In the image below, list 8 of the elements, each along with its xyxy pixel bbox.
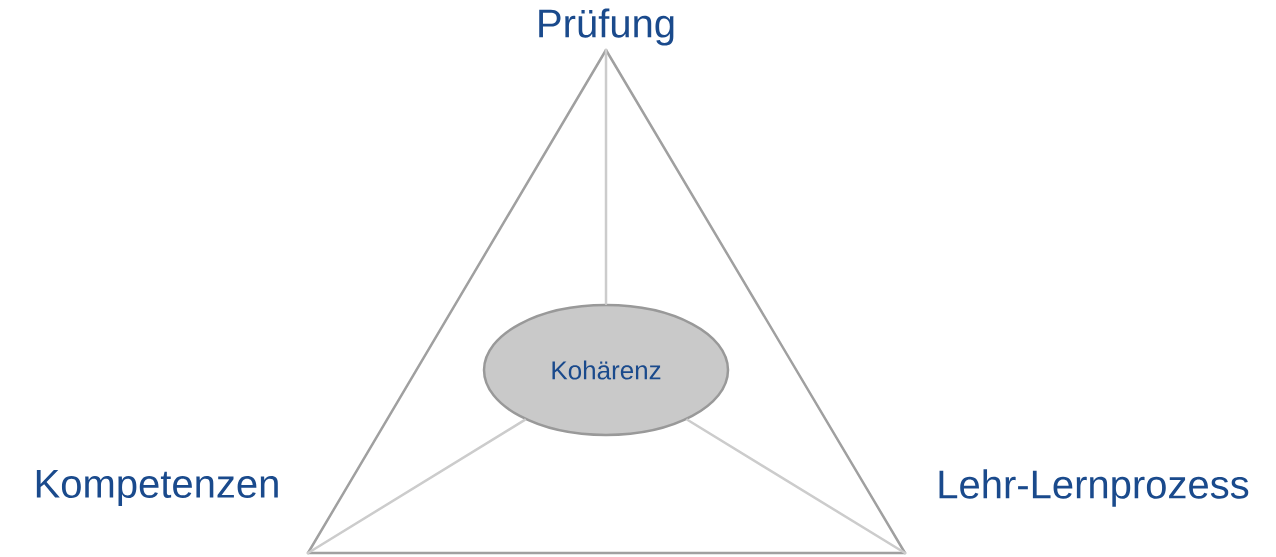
- connector-line: [306, 418, 527, 555]
- corner-label: Lehr-Lernprozess: [939, 469, 1249, 507]
- triangle-side: [604, 48, 907, 555]
- corner-label: Kompetenzen: [36, 470, 278, 506]
- triangle-side: [306, 48, 608, 555]
- connector-line: [686, 418, 907, 555]
- connector-line: [604, 48, 608, 305]
- corner-label: Prüfung: [539, 8, 674, 46]
